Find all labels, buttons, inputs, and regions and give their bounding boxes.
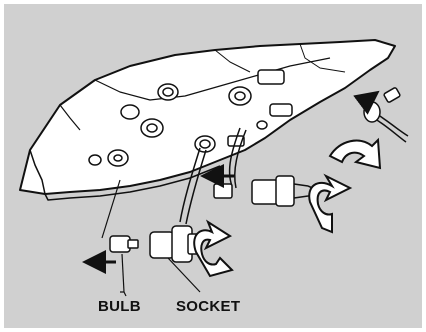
bulb-label: BULB bbox=[98, 298, 141, 316]
upper-wiring bbox=[364, 87, 408, 142]
rotate-arrow-icon bbox=[194, 222, 232, 276]
rotate-arrow-icon bbox=[330, 140, 380, 168]
taillight-bulb-replacement-illustration bbox=[4, 4, 422, 328]
taillight-housing bbox=[20, 40, 395, 200]
diagram-panel: BULB SOCKET bbox=[4, 4, 422, 328]
rotate-arrow-icon bbox=[309, 176, 350, 232]
socket-label: SOCKET bbox=[176, 298, 240, 316]
